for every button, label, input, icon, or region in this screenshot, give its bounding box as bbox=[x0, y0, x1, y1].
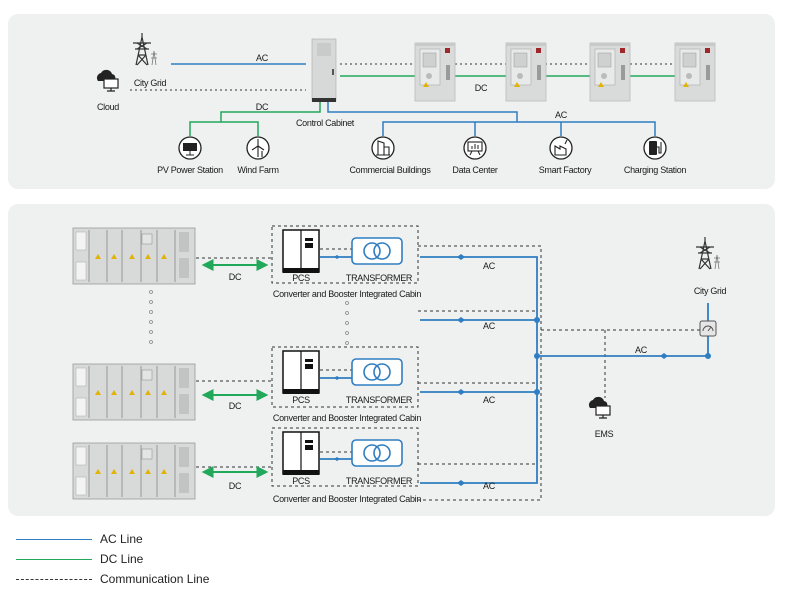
dc-label: DC bbox=[229, 481, 242, 491]
ac-line-loads bbox=[327, 101, 656, 136]
ellipsis-dots bbox=[149, 290, 349, 345]
source-label: Wind Farm bbox=[237, 165, 278, 175]
pcs-2-icon bbox=[282, 350, 320, 395]
city-grid-tower-icon bbox=[132, 32, 158, 66]
wind-farm-icon bbox=[246, 136, 270, 160]
load-label: Commercial Buildings bbox=[349, 165, 431, 175]
dc-label: DC bbox=[229, 272, 242, 282]
ac-label: AC bbox=[483, 481, 496, 491]
legend-label: AC Line bbox=[100, 532, 143, 546]
dc-line-sources bbox=[189, 101, 321, 136]
dc-label-chargers: DC bbox=[475, 83, 488, 93]
comm-line-swatch bbox=[16, 578, 92, 580]
ac-label: AC bbox=[483, 395, 496, 405]
load-label: Data Center bbox=[452, 165, 498, 175]
pcs-label: PCS bbox=[292, 395, 310, 405]
legend-comm: Communication Line bbox=[16, 572, 209, 586]
ac-bus bbox=[320, 256, 709, 484]
city-grid-label: City Grid bbox=[694, 286, 727, 296]
pcs-label: PCS bbox=[292, 476, 310, 486]
data-center-icon bbox=[463, 136, 487, 160]
ac-label-extra: AC bbox=[483, 321, 496, 331]
control-cabinet-icon bbox=[311, 38, 337, 103]
transformer-label: TRANSFORMER bbox=[346, 476, 413, 486]
cloud-icon bbox=[96, 69, 119, 92]
legend-ac: AC Line bbox=[16, 532, 143, 546]
source-label: PV Power Station bbox=[157, 165, 223, 175]
transformer-label: TRANSFORMER bbox=[346, 273, 413, 283]
cabin-label: Converter and Booster Integrated Cabin bbox=[273, 494, 421, 504]
ac-flow-arrows bbox=[334, 254, 668, 486]
battery-container-2-icon bbox=[72, 363, 196, 421]
battery-container-1-icon bbox=[72, 227, 196, 285]
pcs-1-icon bbox=[282, 229, 320, 274]
meter-icon bbox=[699, 320, 717, 337]
load-label: Smart Factory bbox=[539, 165, 592, 175]
legend-dc: DC Line bbox=[16, 552, 143, 566]
bus-junctions bbox=[534, 317, 711, 395]
transformer-label: TRANSFORMER bbox=[346, 395, 413, 405]
charger-2-icon bbox=[505, 42, 547, 102]
dc-line-swatch bbox=[16, 558, 92, 560]
cloud-label: Cloud bbox=[97, 102, 119, 112]
ems-label: EMS bbox=[595, 429, 614, 439]
pcs-3-icon bbox=[282, 431, 320, 476]
legend-label: DC Line bbox=[100, 552, 144, 566]
smart-factory-icon bbox=[549, 136, 573, 160]
ac-label-grid: AC bbox=[635, 345, 648, 355]
control-cabinet-label: Control Cabinet bbox=[296, 118, 355, 128]
comm-lines-bottom bbox=[196, 225, 707, 501]
cabin-label: Converter and Booster Integrated Cabin bbox=[273, 413, 421, 423]
ac-label-top: AC bbox=[256, 53, 269, 63]
city-grid-label: City Grid bbox=[134, 78, 167, 88]
ems-icon bbox=[588, 396, 611, 419]
charger-1-icon bbox=[414, 42, 456, 102]
load-label: Charging Station bbox=[624, 165, 687, 175]
dc-arrows bbox=[201, 259, 269, 478]
battery-container-3-icon bbox=[72, 442, 196, 500]
transformer-3-icon bbox=[351, 439, 403, 467]
legend-label: Communication Line bbox=[100, 572, 210, 586]
dc-label-top: DC bbox=[256, 102, 269, 112]
cabin-label: Converter and Booster Integrated Cabin bbox=[273, 289, 421, 299]
transformer-1-icon bbox=[351, 237, 403, 265]
dc-label: DC bbox=[229, 401, 242, 411]
ac-line-swatch bbox=[16, 538, 92, 540]
charger-3-icon bbox=[589, 42, 631, 102]
ac-label-loads: AC bbox=[555, 110, 568, 120]
charging-station-icon bbox=[643, 136, 667, 160]
commercial-buildings-icon bbox=[371, 136, 395, 160]
city-grid-tower-icon bbox=[695, 236, 721, 270]
pv-power-station-icon bbox=[178, 136, 202, 160]
charger-4-icon bbox=[674, 42, 716, 102]
pcs-label: PCS bbox=[292, 273, 310, 283]
transformer-2-icon bbox=[351, 358, 403, 386]
ac-label: AC bbox=[483, 261, 496, 271]
